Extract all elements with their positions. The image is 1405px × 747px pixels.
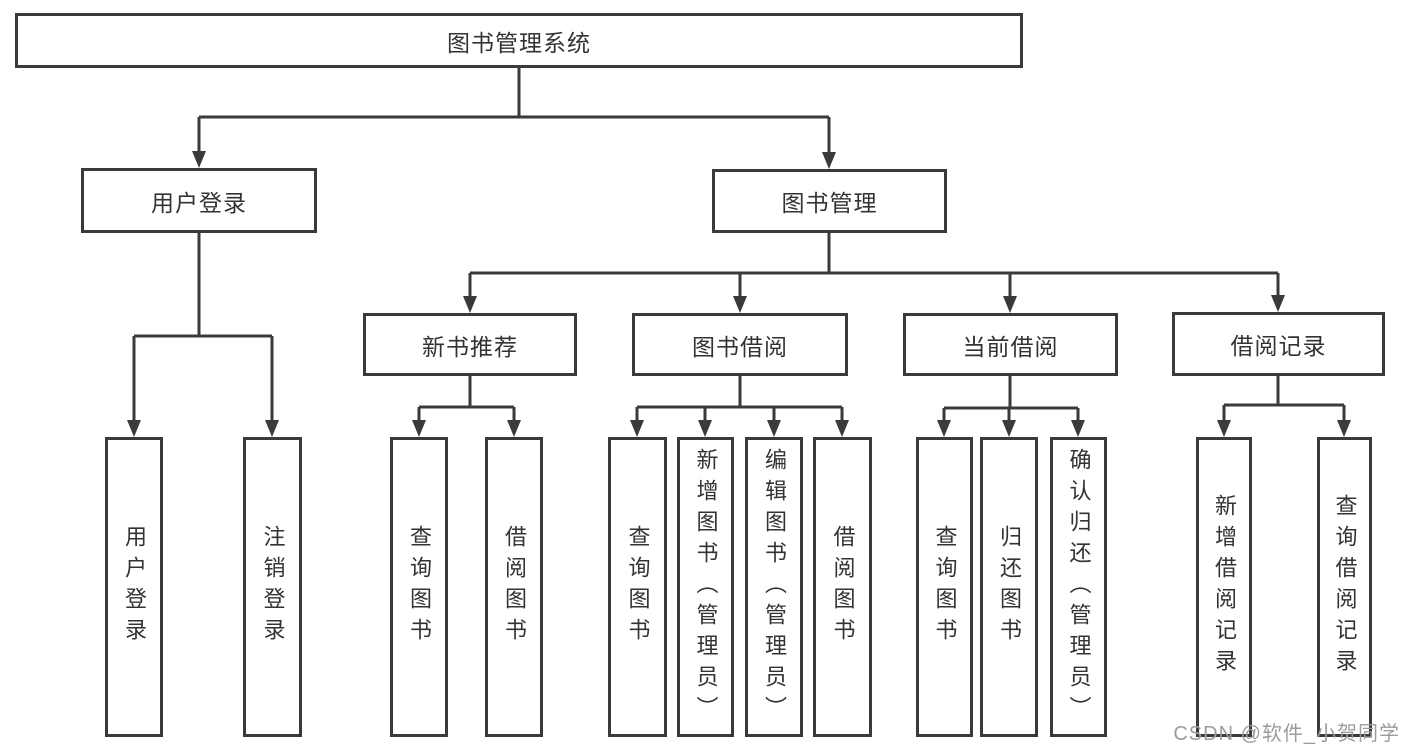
node-book-borrow-label: 图书借阅	[692, 333, 788, 360]
node-user-login-label: 用户登录	[151, 189, 247, 216]
leaf-add-borrow-record: 新增借阅记录	[1196, 437, 1252, 737]
leaf-confirm-return-admin-label: 确认归还（管理员）	[1066, 447, 1092, 727]
leaf-confirm-return-admin: 确认归还（管理员）	[1050, 437, 1107, 737]
leaf-add-borrow-record-label: 新增借阅记录	[1212, 494, 1237, 680]
leaf-return-book: 归还图书	[980, 437, 1038, 737]
node-user-login: 用户登录	[81, 168, 317, 233]
leaf-query-book-current-label: 查询图书	[932, 525, 958, 649]
leaf-query-book-borrow: 查询图书	[608, 437, 667, 737]
leaf-add-book-admin: 新增图书（管理员）	[677, 437, 734, 737]
leaf-return-book-label: 归还图书	[997, 525, 1022, 649]
leaf-user-login-label: 用户登录	[122, 525, 147, 649]
leaf-query-book-recommend-label: 查询图书	[407, 525, 432, 649]
leaf-user-login: 用户登录	[105, 437, 163, 737]
node-root: 图书管理系统	[15, 13, 1023, 68]
leaf-query-borrow-record-label: 查询借阅记录	[1332, 494, 1358, 680]
leaf-edit-book-admin-label: 编辑图书（管理员）	[762, 447, 787, 727]
node-current-borrow-label: 当前借阅	[962, 333, 1059, 360]
leaf-borrow-book-recommend-label: 借阅图书	[502, 525, 527, 649]
csdn-watermark: CSDN @软件_小贺同学	[1173, 723, 1400, 745]
leaf-edit-book-admin: 编辑图书（管理员）	[745, 437, 803, 737]
leaf-borrow-book: 借阅图书	[813, 437, 872, 737]
leaf-borrow-book-recommend: 借阅图书	[485, 437, 543, 737]
leaf-add-book-admin-label: 新增图书（管理员）	[693, 447, 719, 727]
node-book-management-label: 图书管理	[781, 190, 878, 216]
leaf-borrow-book-label: 借阅图书	[830, 525, 856, 649]
node-book-management: 图书管理	[712, 169, 947, 233]
node-new-book-recommend: 新书推荐	[363, 313, 577, 376]
node-current-borrow: 当前借阅	[903, 313, 1118, 376]
node-new-book-recommend-label: 新书推荐	[422, 333, 518, 360]
node-root-label: 图书管理系统	[447, 29, 591, 56]
node-borrow-records-label: 借阅记录	[1230, 333, 1327, 359]
leaf-query-book-current: 查询图书	[916, 437, 973, 737]
leaf-query-book-borrow-label: 查询图书	[625, 525, 651, 649]
leaf-query-book-recommend: 查询图书	[390, 437, 448, 737]
node-borrow-records: 借阅记录	[1172, 312, 1385, 376]
leaf-logout: 注销登录	[243, 437, 302, 737]
leaf-query-borrow-record: 查询借阅记录	[1317, 437, 1372, 737]
leaf-logout-label: 注销登录	[260, 525, 286, 649]
node-book-borrow: 图书借阅	[632, 313, 848, 376]
